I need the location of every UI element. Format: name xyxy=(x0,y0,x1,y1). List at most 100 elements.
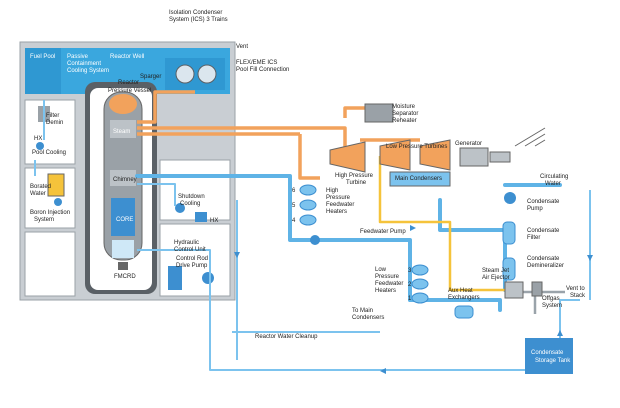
label-condensers: Condensers xyxy=(352,315,384,321)
flow-arrow xyxy=(587,255,593,261)
ics-train-1 xyxy=(175,64,195,84)
pool-cooling-pump xyxy=(36,142,44,150)
label-reactor: Reactor xyxy=(118,80,139,86)
main-steam-line-1 xyxy=(137,126,347,150)
label-sparger: Sparger xyxy=(140,74,161,80)
fmcrd-drive xyxy=(118,262,128,270)
hydraulic-control-unit xyxy=(168,266,182,290)
label-pressure-2: Pressure xyxy=(375,274,400,280)
offgas-system-unit xyxy=(531,281,543,297)
ics-train-2 xyxy=(197,64,217,84)
aux-heat-line xyxy=(408,298,502,312)
label-condensate-pump-2: Pump xyxy=(527,206,543,212)
label-moisture: Moisture xyxy=(392,104,416,110)
cst-line xyxy=(559,299,580,340)
label-drive-pump: Drive Pump xyxy=(176,263,208,269)
crd-line xyxy=(137,249,211,278)
shutdown-hx xyxy=(195,212,207,222)
chimney xyxy=(110,170,136,186)
condensate-demineralizer xyxy=(502,257,516,281)
label-steam: Steam xyxy=(113,129,130,135)
crd-pump xyxy=(202,272,214,284)
label-reheater: Reheater xyxy=(392,118,417,124)
hp-turbine xyxy=(329,141,366,173)
label-turbine: Turbine xyxy=(346,180,367,186)
shutdown-cooling-line xyxy=(137,183,176,206)
hp-heater-4 xyxy=(299,214,317,226)
label-core: CORE xyxy=(116,217,133,223)
label-heater-4: 4 xyxy=(292,218,296,224)
condensate-storage-tank xyxy=(525,338,573,374)
label-hydraulic: Hydraulic xyxy=(174,240,199,246)
label-fuel-pool: Fuel Pool xyxy=(30,54,55,60)
label-hx-left: HX xyxy=(34,136,42,142)
label-fmcrd: FMCRD xyxy=(114,274,136,280)
label-heaters-1: Heaters xyxy=(326,209,347,215)
condensate-filter xyxy=(502,221,516,245)
label-flex-1: FLEX/EME ICS xyxy=(236,60,277,66)
ics-steam-line xyxy=(137,90,195,124)
label-filter: Filter xyxy=(46,113,59,119)
moisture-separator-reheater xyxy=(364,103,394,123)
label-high-pressure: High Pressure xyxy=(335,173,374,179)
label-heater-1: 1 xyxy=(408,296,412,302)
label-aux-heat: Aux Heat xyxy=(448,288,473,294)
label-cooling: Cooling xyxy=(180,201,200,207)
label-heaters-2: Heaters xyxy=(375,288,396,294)
label-feedwater-1: Feedwater xyxy=(326,202,354,208)
label-heater-3: 3 xyxy=(408,268,412,274)
lower-plenum xyxy=(112,240,134,258)
label-high: High xyxy=(326,188,338,194)
label-stack: Stack xyxy=(570,293,586,299)
label-vent-to: Vent to xyxy=(566,286,585,292)
label-vent: Vent xyxy=(236,44,248,50)
label-low: Low xyxy=(375,267,387,273)
label-separator: Separator xyxy=(392,111,418,117)
label-condensate-demin-1: Condensate xyxy=(527,256,560,262)
label-chimney: Chimney xyxy=(113,177,137,183)
label-hx-right: HX xyxy=(210,218,218,224)
air-ejector-line xyxy=(378,156,505,292)
label-passive-containment-3: Cooling System xyxy=(67,68,109,74)
label-control-rod: Control Rod xyxy=(176,256,208,262)
rpv-steam-dome xyxy=(109,94,137,114)
label-feedwater-pump: Feedwater Pump xyxy=(360,229,406,235)
label-condensate-filter-2: Filter xyxy=(527,235,540,241)
label-cst-1: Condensate xyxy=(531,350,564,356)
flow-arrow xyxy=(410,225,416,231)
label-heater-6: 6 xyxy=(292,188,296,194)
label-feedwater-2: Feedwater xyxy=(375,281,403,287)
reactor-water-cleanup-line xyxy=(209,270,560,371)
lp-turbine-2 xyxy=(419,139,451,171)
label-main-condensers: Main Condensers xyxy=(395,176,442,182)
label-heater-2: 2 xyxy=(408,282,412,288)
label-pressure-1: Pressure xyxy=(326,195,351,201)
label-condensate-pump-1: Condensate xyxy=(527,199,560,205)
label-flex-2: Pool Fill Connection xyxy=(236,67,289,73)
label-condensate-demin-2: Demineralizer xyxy=(527,263,564,269)
label-ics-1: Isolation Condenser xyxy=(169,10,222,16)
condensate-pump xyxy=(504,192,516,204)
lp-turbine-1 xyxy=(379,139,411,171)
borated-water-tank xyxy=(47,173,65,197)
reactor-core xyxy=(111,198,135,236)
shutdown-cooling-room xyxy=(159,159,231,221)
label-cst-2: Storage Tank xyxy=(535,358,571,364)
label-offgas: Offgas xyxy=(542,296,560,302)
label-condensate-filter-1: Condensate xyxy=(527,228,560,234)
feedwater-line xyxy=(135,174,412,302)
label-circulating-water: Water xyxy=(545,181,561,187)
label-ics-2: System (ICS) 3 Trains xyxy=(169,17,228,23)
label-exchangers: Exchangers xyxy=(448,295,480,301)
label-shutdown: Shutdown xyxy=(178,194,205,200)
label-demin: Demin xyxy=(46,120,63,126)
label-steam-jet: Steam Jet xyxy=(482,268,509,274)
steam-separator xyxy=(110,120,136,138)
label-passive-containment-1: Passive xyxy=(67,54,89,60)
label-heater-5: 5 xyxy=(292,203,296,209)
hp-heater-6 xyxy=(299,184,317,196)
label-reactor-well: Reactor Well xyxy=(110,54,144,60)
flow-arrow xyxy=(380,368,386,374)
main-condensers xyxy=(389,171,451,187)
